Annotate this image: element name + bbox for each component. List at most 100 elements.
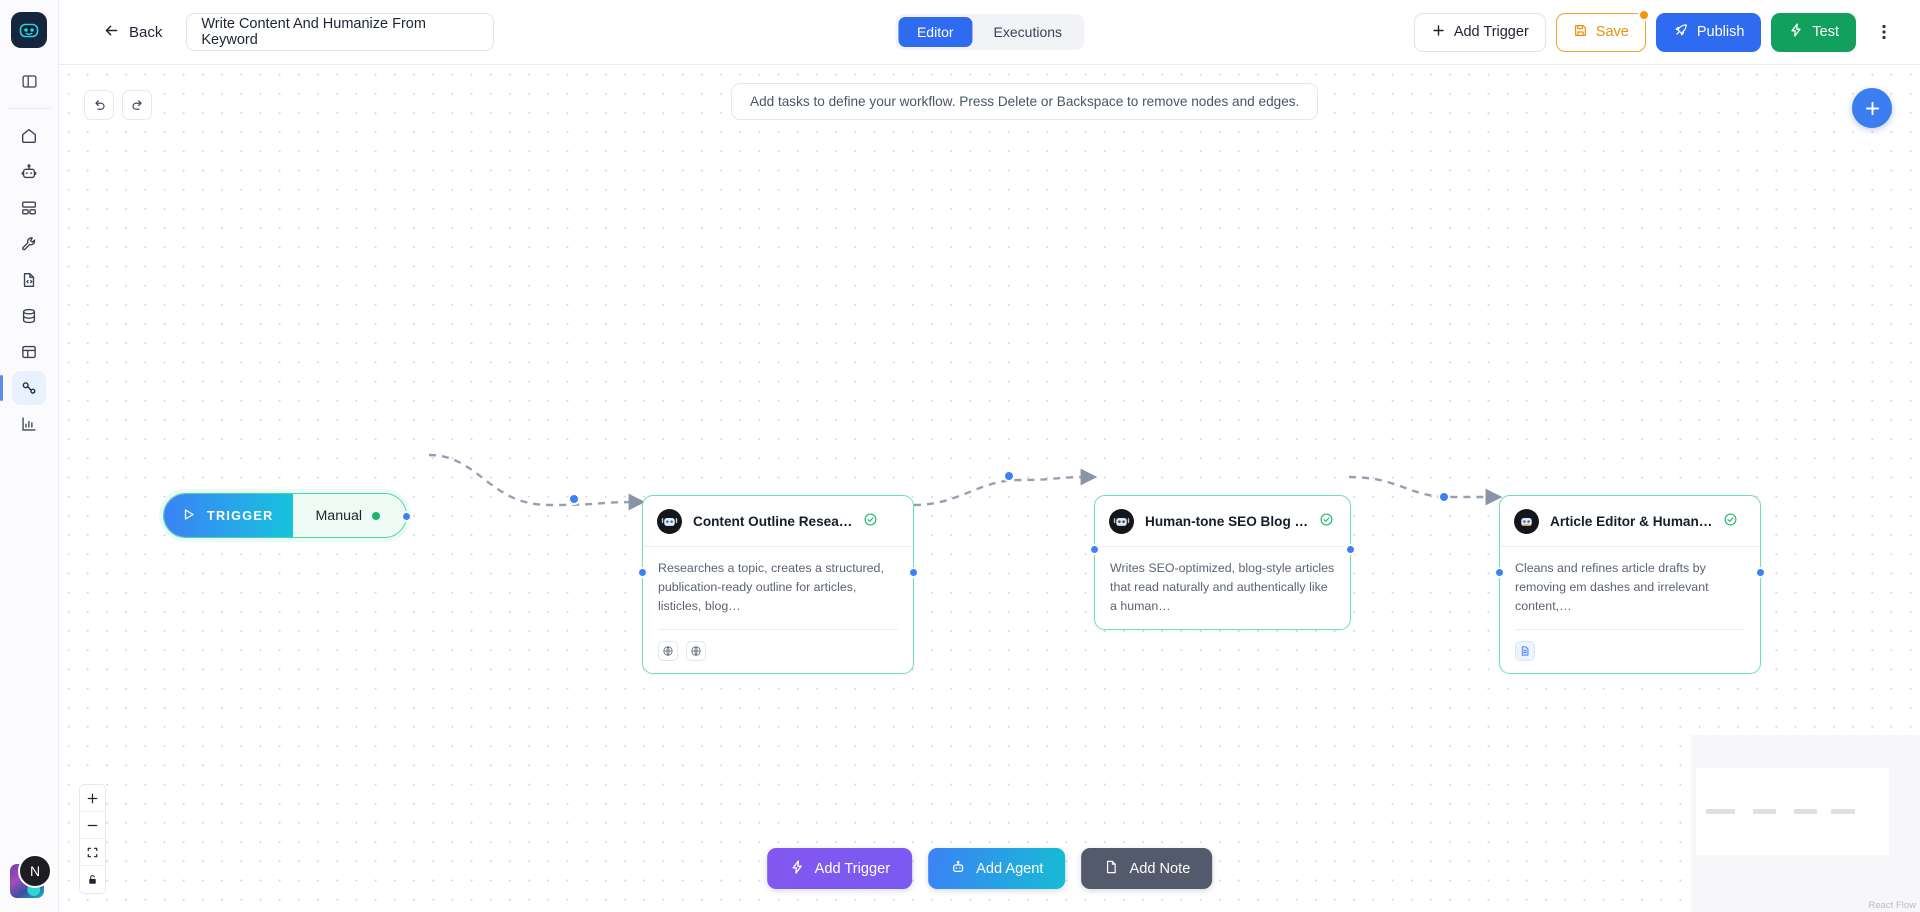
top-toolbar: Back Write Content And Humanize From Key… (59, 0, 1920, 65)
lightning-icon (1788, 22, 1804, 42)
node-header: Human-tone SEO Blog … (1095, 496, 1350, 546)
add-node-fab[interactable] (1852, 88, 1892, 128)
canvas-add-actions: Add Trigger Add Agent Add Note (766, 848, 1213, 889)
add-trigger-button[interactable]: Add Trigger (1413, 12, 1546, 52)
document-icon (1103, 859, 1119, 879)
floppy-disk-icon (1573, 23, 1588, 42)
sidebar-item-tables[interactable] (12, 335, 46, 369)
save-label: Save (1595, 24, 1629, 40)
node-output-handle[interactable] (1755, 567, 1766, 578)
sidebar-divider (7, 108, 51, 109)
agent-avatar-icon (1109, 509, 1134, 534)
check-circle-icon (863, 512, 878, 532)
trigger-badge-label: TRIGGER (207, 508, 274, 523)
node-title: Content Outline Resea… (693, 514, 853, 529)
app-logo-icon[interactable] (11, 12, 47, 48)
zoom-out-button[interactable] (80, 812, 105, 839)
sidebar-items (0, 119, 58, 443)
zoom-controls (79, 784, 106, 894)
agent-avatar-icon (1514, 509, 1539, 534)
canvas-hint-banner: Add tasks to define your workflow. Press… (731, 83, 1319, 120)
history-controls (84, 90, 152, 120)
node-tools-divider (658, 628, 898, 630)
trigger-badge: TRIGGER (164, 494, 294, 537)
zoom-in-button[interactable] (80, 785, 105, 812)
trigger-mode-label: Manual (315, 507, 363, 524)
view-mode-tabs: Editor Executions (894, 14, 1085, 50)
add-trigger-action-button[interactable]: Add Trigger (766, 848, 913, 889)
node-input-handle[interactable] (637, 567, 648, 578)
node-divider (1500, 546, 1760, 547)
panel-toggle-icon[interactable] (12, 66, 46, 96)
workflow-name-input[interactable]: Write Content And Humanize From Keyword (186, 13, 495, 51)
check-circle-icon (1319, 512, 1334, 532)
minimap-node (1753, 809, 1776, 814)
tab-editor[interactable]: Editor (897, 17, 973, 47)
sidebar-item-tools[interactable] (12, 227, 46, 261)
add-trigger-action-label: Add Trigger (814, 860, 891, 877)
lock-canvas-button[interactable] (80, 866, 105, 893)
node-tools-divider (1515, 628, 1745, 630)
undo-icon[interactable] (84, 90, 114, 120)
node-header: Content Outline Resea… (643, 496, 913, 546)
agent-node[interactable]: Article Editor & Human… Cleans and refin… (1494, 495, 1766, 674)
agent-avatar-icon (657, 509, 682, 534)
lightning-icon (789, 859, 805, 879)
globe-icon[interactable] (658, 640, 678, 661)
trigger-output-handle[interactable] (401, 511, 413, 522)
user-avatar[interactable]: N (18, 854, 52, 888)
back-button[interactable]: Back (93, 16, 172, 49)
sidebar-item-home[interactable] (12, 119, 46, 153)
test-label: Test (1812, 24, 1839, 40)
left-sidebar: N (0, 0, 59, 912)
robot-icon (950, 859, 966, 879)
globe-icon[interactable] (686, 640, 706, 661)
back-label: Back (129, 23, 163, 41)
workflow-edges (428, 453, 1503, 511)
node-tools (643, 630, 913, 673)
trigger-mode[interactable]: Manual (293, 494, 407, 537)
node-divider (643, 546, 913, 547)
node-divider (1095, 546, 1350, 547)
sidebar-item-analytics[interactable] (12, 407, 46, 441)
agent-node[interactable]: Human-tone SEO Blog … Writes SEO-optimiz… (1089, 495, 1356, 630)
more-vertical-icon[interactable] (1866, 12, 1902, 52)
node-input-handle[interactable] (1089, 544, 1100, 555)
node-header: Article Editor & Human… (1500, 496, 1760, 546)
sidebar-item-agents[interactable] (12, 155, 46, 189)
add-agent-action-button[interactable]: Add Agent (928, 848, 1066, 889)
minimap-node (1831, 809, 1855, 814)
minimap-viewport (1696, 768, 1889, 855)
workflow-canvas[interactable]: Add tasks to define your workflow. Press… (59, 65, 1920, 912)
arrow-left-icon (103, 22, 120, 43)
agent-node[interactable]: Content Outline Resea… Researches a topi… (637, 495, 919, 674)
sidebar-item-database[interactable] (12, 299, 46, 333)
node-output-handle[interactable] (1345, 544, 1356, 555)
save-button[interactable]: Save (1555, 8, 1650, 52)
unsaved-changes-badge (1637, 8, 1650, 21)
redo-icon[interactable] (122, 90, 152, 120)
sidebar-item-code[interactable] (12, 263, 46, 297)
node-description: Writes SEO-optimized, blog-style article… (1110, 561, 1335, 613)
publish-button[interactable]: Publish (1655, 12, 1762, 52)
plus-icon (1431, 23, 1446, 42)
minimap-node (1706, 809, 1735, 814)
node-tools (1500, 630, 1760, 673)
document-icon[interactable] (1515, 640, 1535, 661)
react-flow-credit: React Flow (1868, 900, 1916, 911)
sidebar-item-dashboard[interactable] (12, 191, 46, 225)
fit-view-button[interactable] (80, 839, 105, 866)
test-button[interactable]: Test (1771, 12, 1856, 52)
node-title: Article Editor & Human… (1550, 514, 1713, 529)
canvas-minimap[interactable]: React Flow (1691, 735, 1920, 912)
sidebar-item-workflows[interactable] (0, 371, 46, 405)
check-circle-icon (1723, 512, 1738, 532)
tab-executions[interactable]: Executions (975, 17, 1081, 47)
node-title: Human-tone SEO Blog … (1145, 514, 1309, 529)
node-output-handle[interactable] (908, 567, 919, 578)
node-input-handle[interactable] (1494, 567, 1505, 578)
add-note-action-button[interactable]: Add Note (1081, 848, 1213, 889)
trigger-node[interactable]: TRIGGER Manual (163, 493, 413, 538)
rocket-icon (1673, 22, 1689, 42)
